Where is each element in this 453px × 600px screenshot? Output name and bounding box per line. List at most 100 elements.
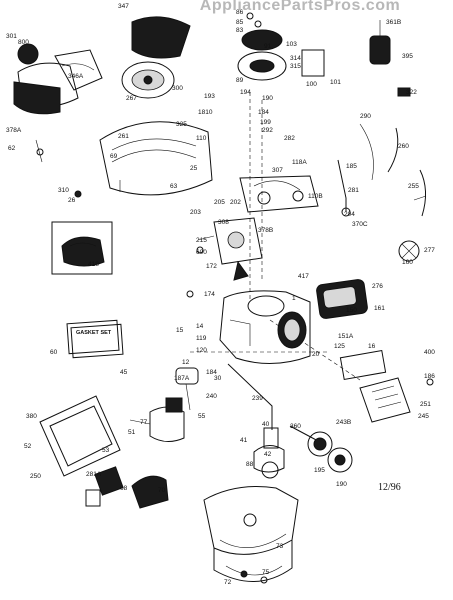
carburetor-kit-box [51, 221, 113, 275]
part-number-label: 308 [218, 219, 229, 226]
recoil-starter-cover [121, 16, 191, 99]
part-number-label: 239 [252, 395, 263, 402]
part-number-label: 16 [368, 343, 376, 350]
part-number-label: 161 [374, 305, 385, 312]
part-number-label: 193 [204, 93, 215, 100]
part-number-label: 101 [330, 79, 341, 86]
engine-block [219, 290, 311, 365]
part-number-label: 26 [68, 197, 76, 204]
part-number-label: 346A [68, 73, 84, 80]
flywheel-brake-parts [239, 175, 319, 213]
part-number-label: 14 [196, 323, 204, 330]
part-number-label: 172 [206, 263, 217, 270]
part-number-label: 290 [360, 113, 371, 120]
part-number-label: 378B [258, 227, 273, 234]
part-number-label: 75 [262, 569, 270, 576]
part-number-label: 100 [306, 81, 317, 88]
part-number-label: 195 [314, 467, 325, 474]
part-number-label: 360 [290, 423, 301, 430]
part-number-label: 30 [214, 375, 222, 382]
part-number-label: 45 [120, 369, 128, 376]
part-number-label: 292 [262, 127, 273, 134]
part-number-label: 322 [406, 89, 417, 96]
part-number-label: 300 [172, 85, 183, 92]
part-number-label: 277 [424, 247, 435, 254]
part-number-label: 276 [372, 283, 383, 290]
part-number-label: 83 [236, 27, 244, 34]
part-number-label: 42 [264, 451, 272, 458]
fan-disk [398, 240, 420, 262]
part-number-label: 60 [50, 349, 58, 356]
part-number-label: 51 [128, 429, 136, 436]
governor-linkage [337, 123, 426, 217]
part-number-label: 89 [236, 77, 244, 84]
ignition-coil [301, 20, 411, 97]
watermark-text: AppliancePartsPros.com [199, 0, 401, 14]
part-number-label: 215 [196, 237, 207, 244]
blower-housing [99, 121, 213, 196]
hardware-bolts [35, 139, 434, 584]
part-number-label: 417 [298, 273, 309, 280]
part-number-label: 150 [346, 307, 357, 314]
part-number-label: 77 [140, 419, 148, 426]
part-number-label: 12 [182, 359, 190, 366]
part-number-label: 301 [6, 33, 17, 40]
part-number-label: 205 [214, 199, 225, 206]
part-number-label: 267 [126, 95, 137, 102]
part-number-label: 174 [204, 291, 215, 298]
part-number-label: 1810 [198, 109, 213, 116]
governor-parts [253, 425, 353, 479]
part-number-label: 119 [196, 335, 207, 342]
part-number-label: 72 [224, 579, 232, 586]
part-number-label: 240 [206, 393, 217, 400]
part-number-label: 281A [86, 471, 102, 478]
part-number-label: 110B [308, 193, 323, 200]
part-number-label: 15 [176, 327, 184, 334]
part-number-label: 190 [262, 95, 273, 102]
gasket-set-box [66, 319, 124, 359]
part-number-label: 250 [30, 473, 41, 480]
part-number-label: 68 [120, 485, 128, 492]
part-number-label: 151A [338, 333, 354, 340]
part-number-label: 281 [348, 187, 359, 194]
part-number-label: 186 [424, 373, 435, 380]
part-number-label: 125 [334, 343, 345, 350]
part-number-label: 69 [110, 153, 118, 160]
part-number-label: 160 [402, 259, 413, 266]
part-number-label: 243B [336, 419, 351, 426]
part-number-label: 190 [336, 481, 347, 488]
part-number-label: 282 [284, 135, 295, 142]
part-number-label: 325 [176, 121, 187, 128]
part-number-label: 378A [6, 127, 22, 134]
part-number-label: 25 [190, 165, 198, 172]
cylinder-head [339, 349, 411, 423]
part-number-label: 251 [420, 401, 431, 408]
air-cleaner-lower [39, 395, 169, 509]
part-number-label: 255 [408, 183, 419, 190]
part-number-label: 184 [258, 109, 269, 116]
part-number-label: 800 [18, 39, 29, 46]
part-number-label: 203 [190, 209, 201, 216]
part-number-label: 307 [272, 167, 283, 174]
part-number-label: 73 [276, 543, 284, 550]
part-number-label: 62 [8, 145, 16, 152]
part-number-label: 52 [24, 443, 32, 450]
part-number-label: 187A [174, 375, 190, 382]
part-number-label: 202 [230, 199, 241, 206]
part-number-label: 380 [26, 413, 37, 420]
part-number-label: 199 [260, 119, 271, 126]
part-number-label: 91 [264, 43, 272, 50]
part-number-label: 120 [196, 347, 207, 354]
part-number-label: 600 [196, 249, 207, 256]
part-number-label: 55 [198, 413, 206, 420]
muffler [316, 279, 368, 319]
part-number-label: 314 [290, 55, 301, 62]
part-number-label: 41 [240, 437, 248, 444]
part-number-label: 103 [286, 41, 297, 48]
part-number-label: 184 [206, 369, 217, 376]
part-number-label: 245 [418, 413, 429, 420]
part-number-label: 70 [158, 487, 166, 494]
part-number-label: 53 [102, 447, 110, 454]
